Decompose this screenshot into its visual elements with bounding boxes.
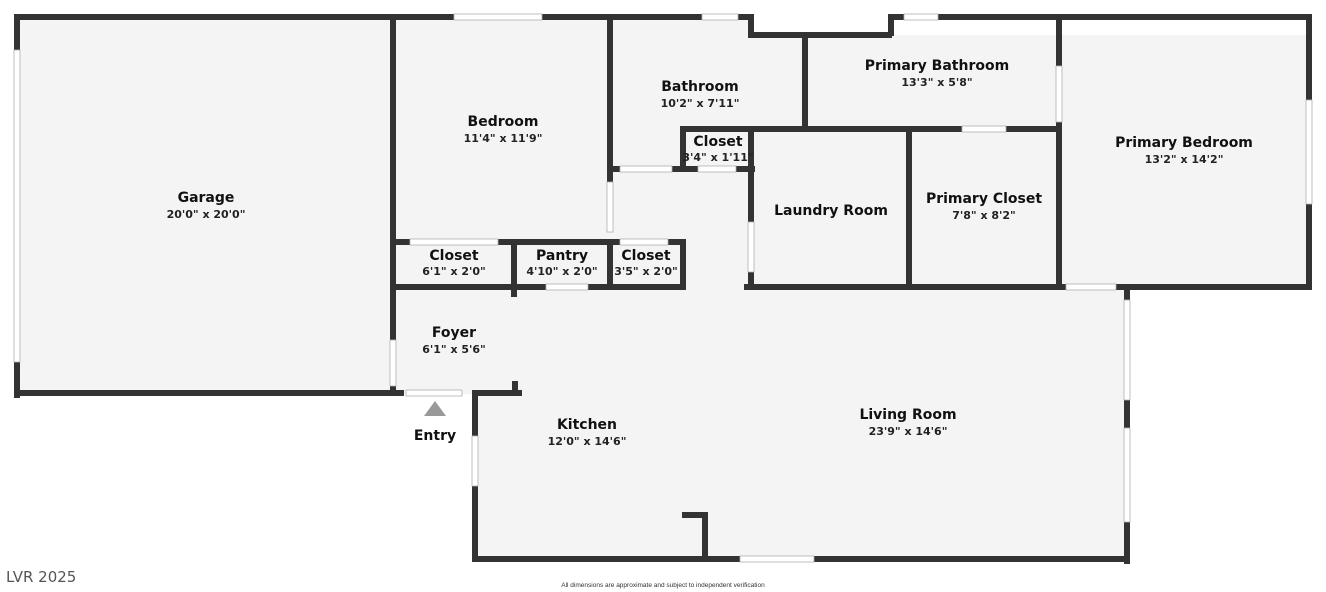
room-name: Foyer <box>432 325 476 341</box>
room-name: Pantry <box>536 248 588 264</box>
window <box>1123 299 1131 401</box>
window <box>1305 99 1313 205</box>
room-name: Bedroom <box>468 114 539 130</box>
room-dimensions: 13'3" x 5'8" <box>901 76 972 89</box>
door-opening <box>619 165 673 173</box>
room-name: Primary Closet <box>926 191 1042 207</box>
floor-areas <box>18 18 1310 560</box>
room-dimensions: 3'5" x 2'0" <box>614 265 678 278</box>
room-dimensions: 10'2" x 7'11" <box>661 97 740 110</box>
room-name: Primary Bedroom <box>1115 135 1253 151</box>
room-dimensions: 6'1" x 2'0" <box>422 265 486 278</box>
room-dimensions: 7'8" x 8'2" <box>952 209 1016 222</box>
room-name: Laundry Room <box>774 203 888 219</box>
room-dimensions: 23'9" x 14'6" <box>869 425 948 438</box>
room-dimensions: 20'0" x 20'0" <box>167 208 246 221</box>
foyer-living-floor <box>396 288 1128 394</box>
room-name: Garage <box>178 190 235 206</box>
room-dimensions: 13'2" x 14'2" <box>1145 153 1224 166</box>
garage-floor <box>18 18 392 393</box>
door-opening <box>961 125 1007 133</box>
window <box>471 435 479 487</box>
door-opening <box>619 238 669 246</box>
upper-right-floor <box>750 35 1310 287</box>
entry-label: Entry <box>414 428 456 444</box>
room-name: Bathroom <box>661 79 739 95</box>
door-opening <box>1055 65 1063 123</box>
door-opening <box>747 221 755 273</box>
room-name: Closet <box>429 248 479 264</box>
door-opening <box>697 165 737 173</box>
room-dimensions: 12'0" x 14'6" <box>548 435 627 448</box>
openings <box>13 13 1313 563</box>
room-labels: Garage 20'0" x 20'0" Bedroom 11'4" x 11'… <box>167 58 1253 448</box>
room-name: Living Room <box>859 407 956 423</box>
window <box>701 13 739 21</box>
window <box>1123 427 1131 523</box>
disclaimer: All dimensions are approximate and subje… <box>561 582 765 589</box>
entry-door <box>405 389 463 397</box>
window <box>453 13 543 21</box>
kitchen-living-floor <box>476 394 1128 560</box>
room-dimensions: 6'1" x 5'6" <box>422 343 486 356</box>
watermark: LVR 2025 <box>6 568 76 586</box>
window <box>739 555 815 563</box>
entry-arrow-icon <box>424 401 446 416</box>
door-opening <box>545 283 589 291</box>
door-opening <box>606 181 614 233</box>
door-opening <box>389 339 397 387</box>
room-dimensions: 3'4" x 1'11" <box>682 151 753 164</box>
door-opening <box>1065 283 1117 291</box>
room-name: Closet <box>693 134 743 150</box>
room-name: Primary Bathroom <box>865 58 1009 74</box>
room-name: Closet <box>621 248 671 264</box>
garage-door <box>13 49 21 363</box>
window <box>903 13 939 21</box>
room-dimensions: 11'4" x 11'9" <box>464 132 543 145</box>
room-dimensions: 4'10" x 2'0" <box>526 265 597 278</box>
door-opening <box>409 238 499 246</box>
room-name: Kitchen <box>557 417 617 433</box>
